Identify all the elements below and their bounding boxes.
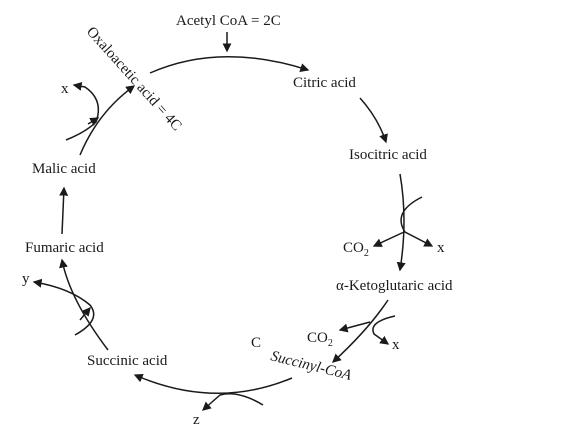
succinic-to-fumaric-arrow [59, 258, 109, 351]
x-label-2: x [392, 337, 400, 353]
side-reaction-y-tick [79, 306, 91, 321]
z-label: z [193, 412, 200, 428]
side-reaction-x3-tick [87, 117, 100, 126]
fumaric-to-malic-arrow [59, 186, 69, 235]
citric-acid-label: Citric acid [293, 75, 356, 91]
malic-to-oxaloacetic-arrow [79, 85, 136, 156]
side-reaction-z-arrow [201, 393, 264, 411]
acetyl-coa-label: Acetyl CoA = 2C [176, 13, 281, 29]
y-label: y [22, 271, 30, 287]
side-reaction-x3-arrow [65, 81, 100, 141]
side-reaction-y-arrow [32, 278, 95, 336]
malic-acid-label: Malic acid [32, 161, 96, 177]
fumaric-acid-label: Fumaric acid [25, 240, 104, 256]
co2-label-1: CO2 [343, 240, 369, 259]
x-label-1: x [437, 240, 445, 256]
isocitric-acid-label: Isocitric acid [349, 147, 427, 163]
co2-release-2-arrow [338, 321, 371, 333]
c-label: C [251, 335, 261, 351]
citric-to-isocitric-arrow [359, 97, 388, 144]
ketoglutaric-to-succinyl-arrow [332, 299, 389, 363]
oxaloacetic-to-citric-arrow [149, 55, 310, 74]
side-reaction-x2-arrow [372, 315, 396, 345]
succinyl-to-succinic-arrow [133, 373, 293, 395]
succinic-acid-label: Succinic acid [87, 353, 168, 369]
isocitric-to-ketoglutaric-arrow [396, 173, 406, 272]
co2-release-1-arrow [372, 231, 405, 247]
oxaloacetic-label: Oxaloacetic acid = 4C [83, 24, 184, 134]
ketoglutaric-acid-label: α-Ketoglutaric acid [336, 278, 453, 294]
co2-label-2: CO2 [307, 330, 333, 349]
side-reaction-x1-arrow [400, 196, 434, 247]
x-label-3: x [61, 81, 69, 97]
